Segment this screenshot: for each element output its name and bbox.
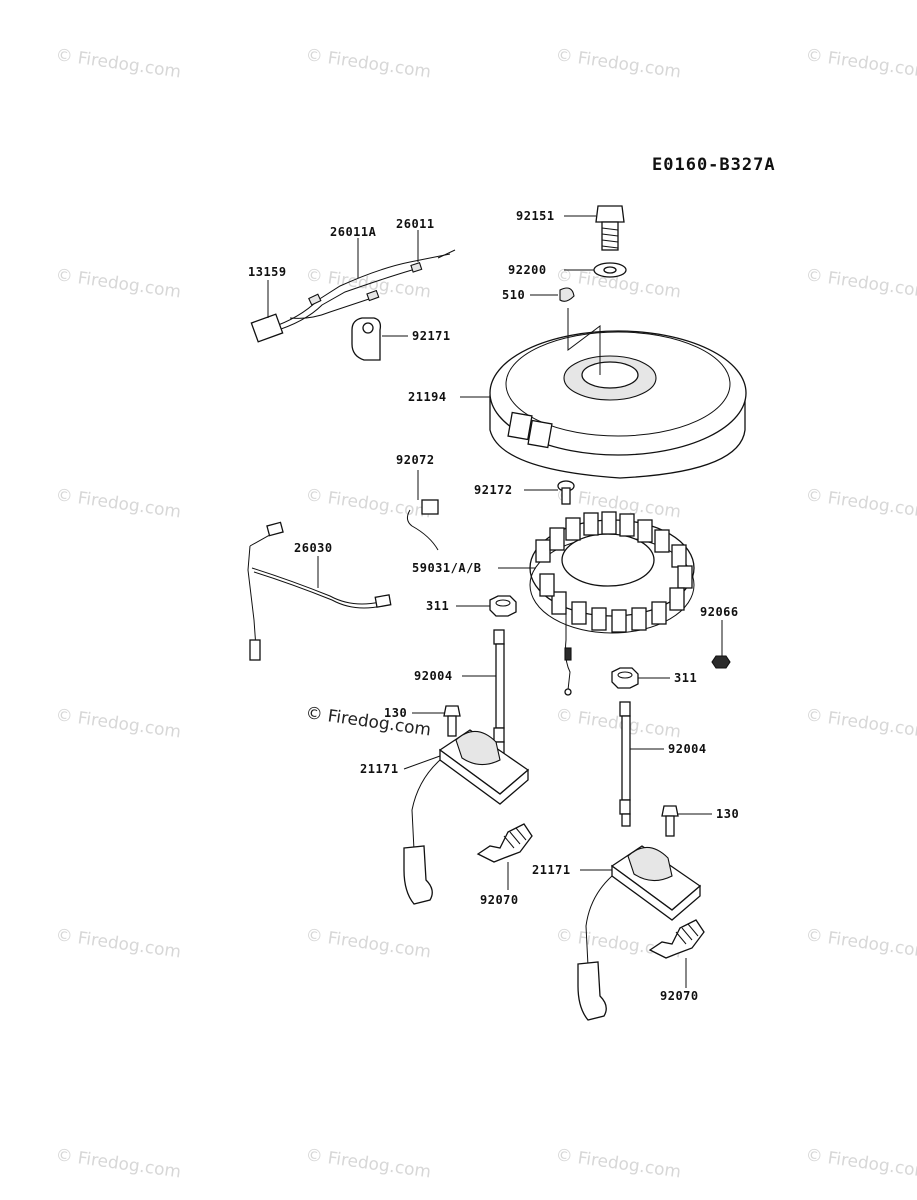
bolt-130-right: [661, 805, 679, 837]
part-label-92171: 92171: [412, 329, 451, 343]
nut-92066: [711, 655, 731, 669]
watermark: © Firedog.com: [804, 925, 917, 962]
washer-92200: [593, 262, 627, 278]
part-label-92200: 92200: [508, 263, 547, 277]
part-label-92004-left: 92004: [414, 669, 453, 683]
part-label-92004-right: 92004: [668, 742, 707, 756]
bolt-92172: [557, 480, 575, 505]
lead-wire-26030: [247, 521, 392, 661]
wire-harness-group: [250, 249, 456, 343]
stator-59031: [529, 511, 695, 696]
watermark: © Firedog.com: [304, 925, 432, 962]
watermark: © Firedog.com: [54, 45, 182, 82]
watermark: © Firedog.com: [54, 1145, 182, 1182]
spark-plug-92070-right: [648, 919, 705, 959]
watermark: © Firedog.com: [304, 485, 432, 522]
part-label-26030: 26030: [294, 541, 333, 555]
part-label-130-right: 130: [716, 807, 739, 821]
watermark: © Firedog.com: [54, 485, 182, 522]
part-label-59031: 59031/A/B: [412, 561, 482, 575]
magnet-block: [507, 411, 533, 441]
part-label-510: 510: [502, 288, 525, 302]
part-label-92172: 92172: [474, 483, 513, 497]
connector-13159: [250, 313, 284, 343]
part-label-21171-left: 21171: [360, 762, 399, 776]
diagram-code: E0160-B327A: [652, 155, 776, 175]
watermark: © Firedog.com: [304, 1145, 432, 1182]
watermark: © Firedog.com: [804, 485, 917, 522]
magnet-block: [527, 419, 553, 449]
ignition-coil-21171-left: [403, 729, 530, 905]
part-label-311-left: 311: [426, 599, 449, 613]
part-label-21171-right: 21171: [532, 863, 571, 877]
bolt-130-left: [443, 705, 461, 737]
part-label-92070-right: 92070: [660, 989, 699, 1003]
nut-311-right: [611, 667, 639, 689]
watermark: © Firedog.com: [804, 705, 917, 742]
watermark: © Firedog.com: [54, 925, 182, 962]
watermark: © Firedog.com: [804, 265, 917, 302]
part-label-26011: 26011: [396, 217, 435, 231]
part-label-13159: 13159: [248, 265, 287, 279]
part-label-21194: 21194: [408, 390, 447, 404]
watermark: © Firedog.com: [554, 705, 682, 742]
part-label-92151: 92151: [516, 209, 555, 223]
wire-connector: [410, 261, 423, 273]
watermark: © Firedog.com: [554, 1145, 682, 1182]
flywheel-21194: [489, 330, 747, 479]
part-label-130-left: 130: [384, 706, 407, 720]
watermark: © Firedog.com: [54, 705, 182, 742]
wire-92072: [406, 499, 439, 551]
spark-plug-92070-left: [476, 823, 533, 863]
stud-92004-left: [493, 629, 505, 757]
part-label-311-right: 311: [674, 671, 697, 685]
watermark-grid: © Firedog.com © Firedog.com © Firedog.co…: [54, 45, 917, 1182]
watermark: © Firedog.com: [54, 265, 182, 302]
part-label-26011A: 26011A: [330, 225, 377, 239]
bolt-92151: [595, 205, 625, 251]
part-labels: 92151 26011A 26011 92200 13159 510 92171…: [248, 209, 739, 1003]
wire-connector: [308, 293, 322, 306]
watermark: © Firedog.com: [554, 485, 682, 522]
watermark: © Firedog.com: [554, 45, 682, 82]
watermark: © Firedog.com: [304, 45, 432, 82]
key-510: [559, 287, 575, 302]
wire-connector: [366, 289, 380, 302]
stud-92004-right: [619, 701, 631, 827]
watermark-center: © Firedog.com: [304, 703, 432, 740]
leader-lines: [267, 215, 723, 988]
part-label-92072: 92072: [396, 453, 435, 467]
nut-311-left: [489, 595, 517, 617]
part-label-92070-left: 92070: [480, 893, 519, 907]
wire-clamp-92171: [351, 317, 382, 361]
watermark: © Firedog.com: [804, 45, 917, 82]
part-label-92066: 92066: [700, 605, 739, 619]
watermark: © Firedog.com: [804, 1145, 917, 1182]
ignition-coil-21171-right: [577, 845, 702, 1021]
